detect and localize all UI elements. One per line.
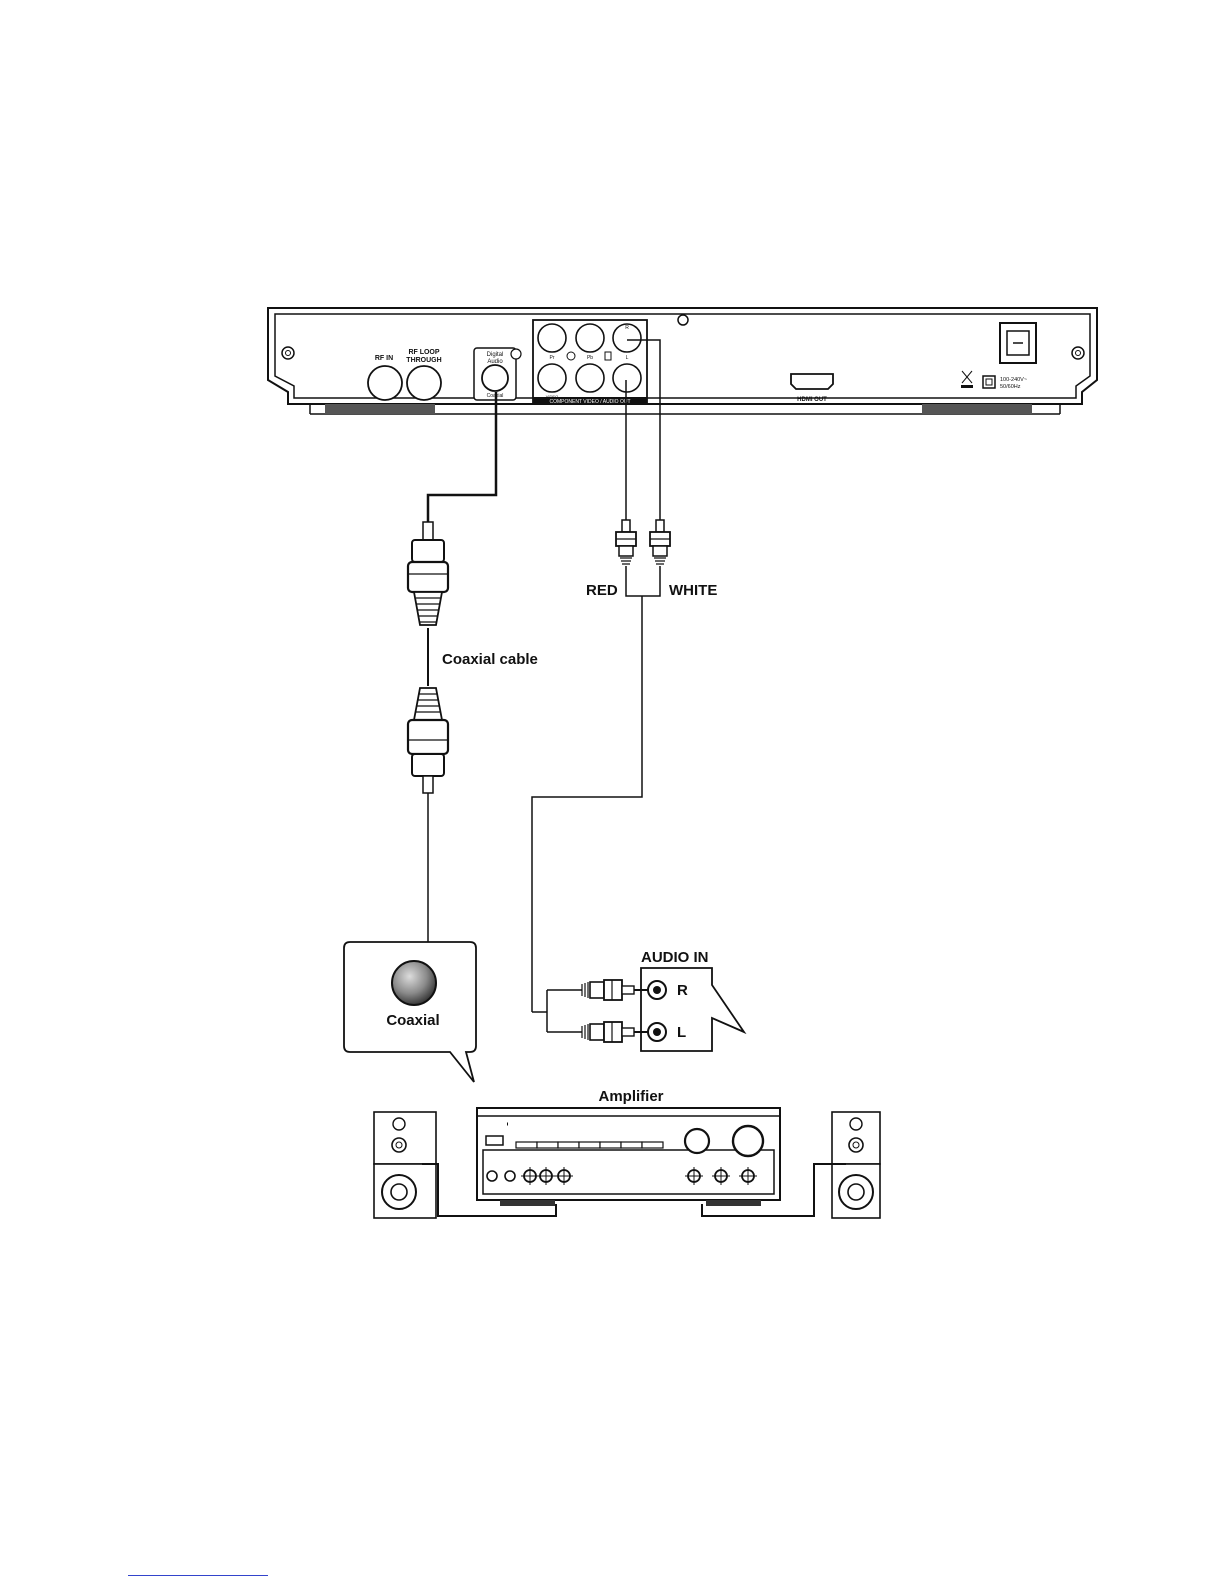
screw-icon [678, 315, 688, 325]
digital-coaxial-jack [482, 365, 508, 391]
video-jack [538, 364, 566, 392]
amplifier [477, 1108, 780, 1206]
audio-in-label: AUDIO IN [641, 949, 709, 966]
rf-through-label: THROUGH [406, 357, 441, 364]
coaxial-label: Coaxial [386, 1012, 439, 1029]
l-label-player: L [626, 355, 629, 361]
coaxial-plug-upper [408, 522, 448, 625]
audio-in-r-label: R [677, 982, 688, 999]
stereo-cable [532, 340, 660, 1032]
coaxial-jack-icon [392, 961, 436, 1005]
volume-knob [733, 1126, 763, 1156]
amplifier-preset-buttons [516, 1142, 663, 1148]
rf-in-jack [368, 366, 402, 400]
audio-in-l-label: L [677, 1024, 686, 1041]
coaxial-cable-label: Coaxial cable [442, 651, 538, 668]
rca-plug-red [616, 520, 636, 564]
audio-in-callout: AUDIO IN R L [582, 949, 744, 1051]
power-rating-2: 50/60Hz [1000, 384, 1021, 390]
hdmi-out-label: HDMI OUT [797, 397, 827, 403]
footer-rule [128, 1575, 268, 1576]
amplifier-label: Amplifier [598, 1088, 663, 1105]
rca-plug-audio-r [582, 980, 648, 1000]
red-label: RED [586, 582, 618, 599]
hdmi-port-icon [791, 374, 833, 389]
pr-label: Pr [550, 355, 555, 361]
player-back-panel: RF IN RF LOOP THROUGH Digital Audio Coax… [268, 308, 1097, 414]
input-selector-knob [685, 1129, 709, 1153]
audio-l-jack [613, 364, 641, 392]
component-label: COMPONENT VIDEO / AUDIO OUT [549, 399, 630, 405]
digital-audio-label-2: Audio [487, 359, 503, 365]
y-jack [576, 364, 604, 392]
rca-plug-white [650, 520, 670, 564]
coaxial-plug-lower [408, 688, 448, 793]
r-label-player: R [625, 325, 629, 331]
rf-loop-label: RF LOOP [408, 349, 439, 356]
rca-plug-audio-l [582, 1022, 648, 1042]
pb-label: Pb [587, 355, 593, 361]
power-rating-1: 100-240V~ [1000, 377, 1027, 383]
digital-audio-label-1: Digital [487, 352, 504, 358]
coaxial-callout: Coaxial [344, 942, 476, 1082]
pb-jack [576, 324, 604, 352]
rf-loop-jack [407, 366, 441, 400]
pr-jack [538, 324, 566, 352]
rf-in-label: RF IN [375, 355, 393, 362]
white-label: WHITE [669, 582, 717, 599]
